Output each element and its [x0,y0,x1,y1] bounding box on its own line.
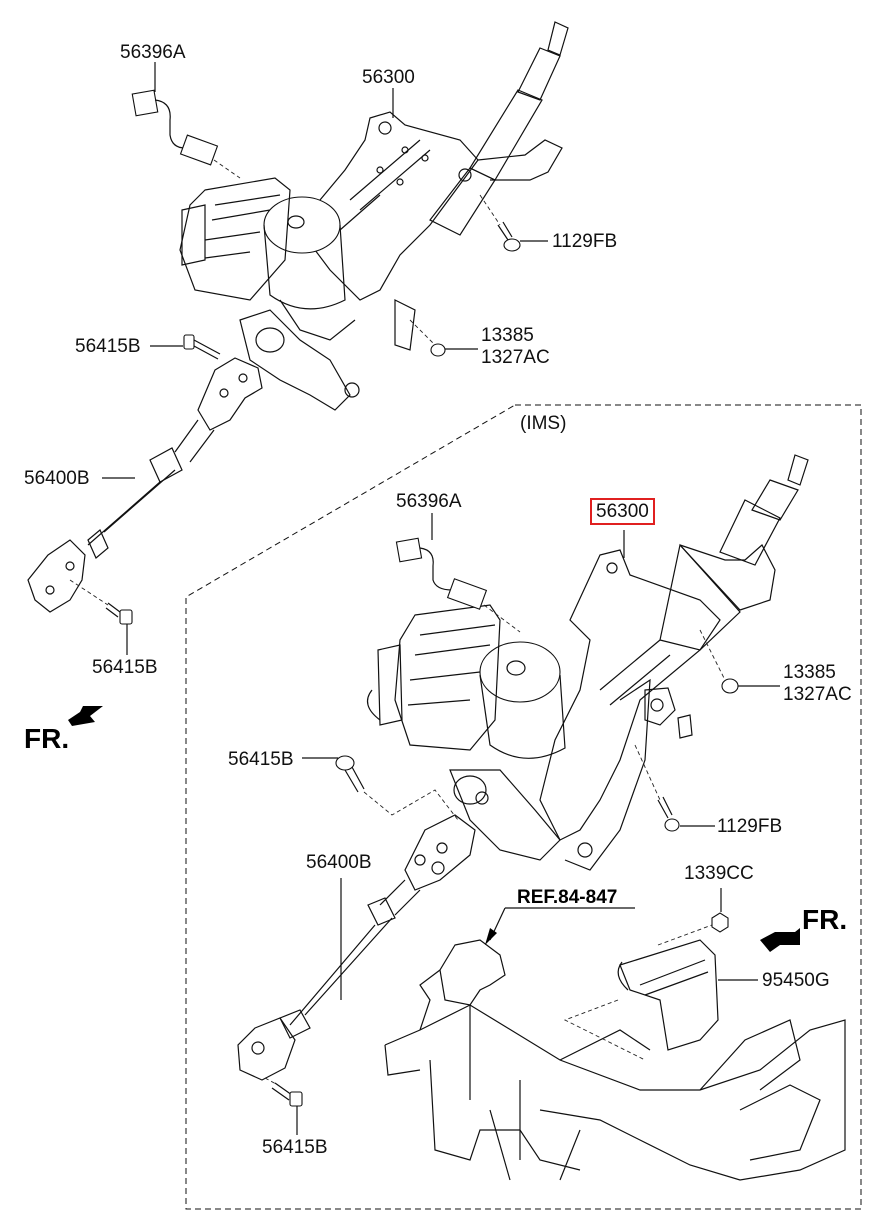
part-label-bolt-upper-ims[interactable]: 56415B [228,749,294,770]
part-label-connector-ims[interactable]: 56396A [396,491,462,512]
front-direction-arrow-icon-ims [760,928,800,952]
front-direction-arrow-icon [68,706,103,726]
part-label-nut-ims[interactable]: 13385 1327AC [783,662,852,706]
part-label-connector-top[interactable]: 56396A [120,42,186,63]
front-direction-label-ims: FR. [802,904,848,935]
part-label-nut-ims-line1: 13385 [783,662,836,683]
reference-label[interactable]: REF.84-847 [517,887,618,908]
part-label-nut-top-line2: 1327AC [481,347,550,368]
part-label-nut-ims-line2: 1327AC [783,684,852,705]
part-label-bolt-lower-ims[interactable]: 56415B [262,1137,328,1158]
front-direction-label: FR. [24,723,70,754]
part-label-column-ims-highlighted[interactable]: 56300 [590,498,655,525]
part-label-nut-top[interactable]: 13385 1327AC [481,325,550,369]
part-label-module-ims[interactable]: 95450G [762,970,830,991]
ims-steering-column-drawing [237,454,846,1181]
ims-section-boundary [185,404,862,1210]
part-label-screw-top[interactable]: 1129FB [552,231,618,252]
ims-section-title: (IMS) [520,413,567,434]
top-steering-column-drawing [27,21,569,655]
part-label-shaft-ims[interactable]: 56400B [306,852,372,873]
part-label-screw-ims[interactable]: 1129FB [717,816,783,837]
part-label-shaft-top[interactable]: 56400B [24,468,90,489]
part-label-bolt-upper-top[interactable]: 56415B [75,336,141,357]
part-label-nut-module-ims[interactable]: 1339CC [684,863,754,884]
part-label-column-top[interactable]: 56300 [362,67,415,88]
part-label-bolt-lower-top[interactable]: 56415B [92,657,158,678]
part-label-nut-top-line1: 13385 [481,325,534,346]
